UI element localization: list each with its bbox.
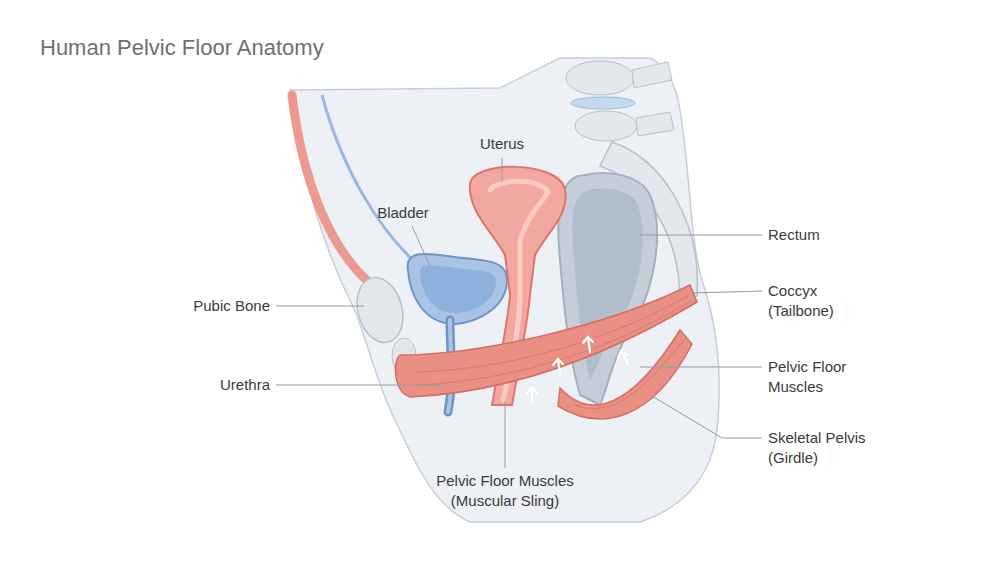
- bladder-inner: [420, 266, 496, 313]
- anatomy-label: Skeletal Pelvis (Girdle): [768, 428, 890, 468]
- lift-arrows: [527, 337, 628, 402]
- diagram-title: Human Pelvic Floor Anatomy: [40, 34, 324, 62]
- anatomy-label: Pelvic Floor Muscles: [768, 357, 872, 397]
- bladder: [408, 254, 507, 324]
- anatomy-label: Pelvic Floor Muscles (Muscular Sling): [407, 471, 603, 511]
- rectum: [558, 173, 657, 405]
- vertebra: [566, 61, 634, 95]
- anatomy-label: Rectum: [768, 225, 898, 245]
- pubic-bone: [350, 272, 410, 347]
- anatomy-label: Urethra: [140, 375, 270, 395]
- leader-lines: [276, 158, 762, 468]
- spinal-disc: [571, 97, 635, 109]
- spinous-process: [632, 62, 672, 88]
- anatomy-label: Bladder: [358, 203, 448, 223]
- anatomy-label: Coccyx (Tailbone): [768, 281, 860, 321]
- anatomy-label: Uterus: [457, 134, 547, 154]
- muscle-fibres: [415, 296, 692, 409]
- ureter: [322, 95, 415, 262]
- vertebra: [575, 111, 637, 141]
- anatomy-label: Pubic Bone: [140, 296, 270, 316]
- spinous-process: [636, 112, 674, 136]
- body-outline: [290, 58, 719, 522]
